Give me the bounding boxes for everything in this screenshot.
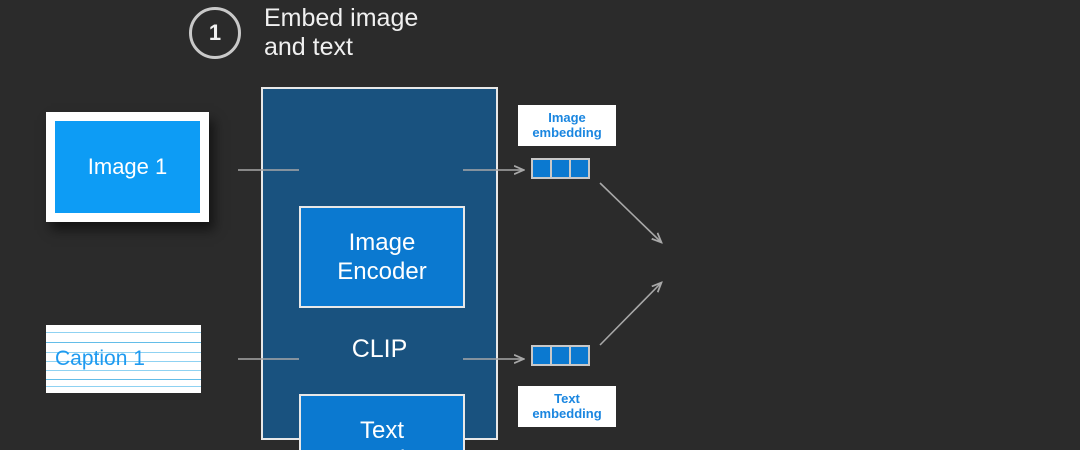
embedding-cell [571,160,588,177]
image-input-card: Image 1 [46,112,209,222]
connector-image-embedding-to-compare [599,182,661,242]
paper-rule-line [46,361,201,362]
step-number-label: 1 [208,20,222,45]
connector-text-embedding-to-compare [599,283,661,346]
embedding-cell [552,160,569,177]
text-encoder-box: Text Encoder [299,394,465,450]
image-embedding-vector [531,158,590,179]
paper-rule-line [46,379,201,380]
text-encoder-label: Text Encoder [337,417,426,450]
text-embedding-label: Text embedding [518,386,616,427]
clip-model-box: Image Encoder CLIP Text Encoder [261,87,498,450]
image-encoder-label: Image Encoder [337,229,427,285]
embedding-cell [571,347,588,364]
image-encoder-box: Image Encoder [299,206,465,308]
image-embedding-label: Image embedding [518,105,616,146]
image-thumbnail: Image 1 [55,121,200,213]
embedding-cell [533,160,550,177]
caption-input-label: Caption 1 [55,347,145,370]
embedding-cell [552,347,569,364]
clip-model-label: CLIP [351,335,408,363]
caption-input-card: Caption 1 [46,325,201,393]
paper-rule-line [46,386,201,387]
image-input-label: Image 1 [87,154,168,179]
paper-rule-line [46,370,201,371]
paper-rule-line [46,352,201,353]
step-number-badge: 1 [189,7,241,59]
paper-rule-line [46,332,201,333]
paper-rule-line [46,342,201,343]
embedding-cell [533,347,550,364]
step-title: Embed image and text [264,4,419,61]
text-embedding-vector [531,345,590,366]
